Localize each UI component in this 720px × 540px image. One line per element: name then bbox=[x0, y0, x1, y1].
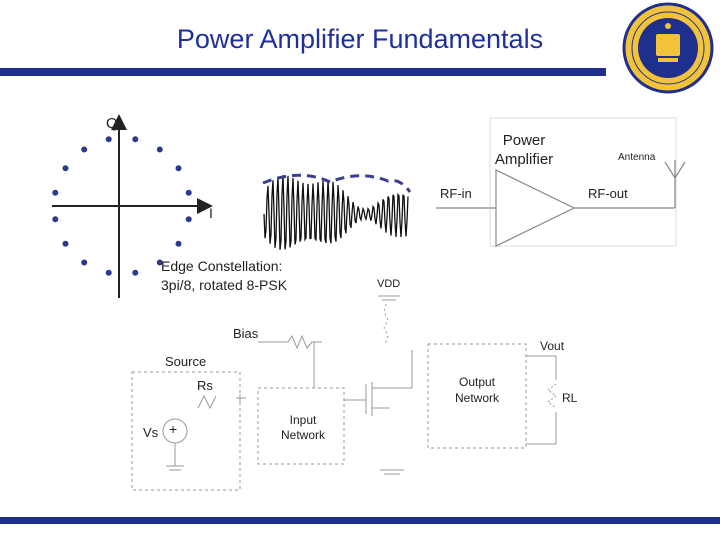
constellation-point bbox=[156, 259, 163, 266]
constellation-point bbox=[132, 136, 139, 143]
constellation-points bbox=[52, 136, 192, 276]
antenna-label: Antenna bbox=[618, 152, 656, 163]
rs-label: Rs bbox=[197, 378, 213, 393]
page-title: Power Amplifier Fundamentals bbox=[176, 24, 544, 54]
pa-title-line1: Power bbox=[503, 132, 546, 149]
envelope-upper bbox=[262, 173, 412, 193]
rf-out-label: RF-out bbox=[588, 186, 628, 201]
bottom-bar bbox=[0, 517, 720, 524]
q-axis-label: Q bbox=[106, 115, 118, 132]
modulated-waveform bbox=[262, 173, 412, 250]
constellation-caption-line1: Edge Constellation: bbox=[161, 258, 282, 274]
constellation-point bbox=[175, 240, 182, 247]
output-network-line2: Network bbox=[455, 391, 500, 405]
constellation-point bbox=[81, 146, 88, 153]
constellation-point bbox=[185, 189, 192, 196]
constellation-point bbox=[156, 146, 163, 153]
rf-in-label: RF-in bbox=[440, 186, 472, 201]
vdd-label: VDD bbox=[377, 278, 400, 290]
constellation-point bbox=[105, 269, 112, 276]
constellation-axes bbox=[52, 114, 213, 298]
input-network-line2: Network bbox=[281, 428, 326, 442]
bias-label: Bias bbox=[233, 326, 259, 341]
constellation-point bbox=[175, 165, 182, 172]
constellation-point bbox=[132, 269, 139, 276]
pa-block: Power Amplifier RF-in RF-out Antenna bbox=[436, 117, 686, 247]
carrier-waveform bbox=[263, 175, 409, 250]
pa-title-line2: Amplifier bbox=[495, 151, 553, 168]
vs-label: Vs bbox=[143, 425, 159, 440]
vout-label: Vout bbox=[540, 339, 565, 353]
university-seal-icon bbox=[622, 2, 714, 94]
rl-label: RL bbox=[562, 391, 578, 405]
constellation-point bbox=[105, 136, 112, 143]
constellation-point bbox=[81, 259, 88, 266]
source-label: Source bbox=[165, 354, 206, 369]
constellation-point bbox=[185, 216, 192, 223]
constellation-point bbox=[52, 189, 59, 196]
constellation-caption-line2: 3pi/8, rotated 8-PSK bbox=[161, 277, 288, 293]
output-network-line1: Output bbox=[459, 375, 496, 389]
i-axis-label: I bbox=[209, 205, 213, 221]
input-network-line1: Input bbox=[290, 413, 317, 427]
constellation-point bbox=[62, 240, 69, 247]
title-underline-bar bbox=[0, 68, 606, 76]
plus-sign: + bbox=[169, 421, 177, 437]
circuit-schematic bbox=[131, 295, 557, 491]
constellation-point bbox=[62, 165, 69, 172]
constellation-point bbox=[52, 216, 59, 223]
